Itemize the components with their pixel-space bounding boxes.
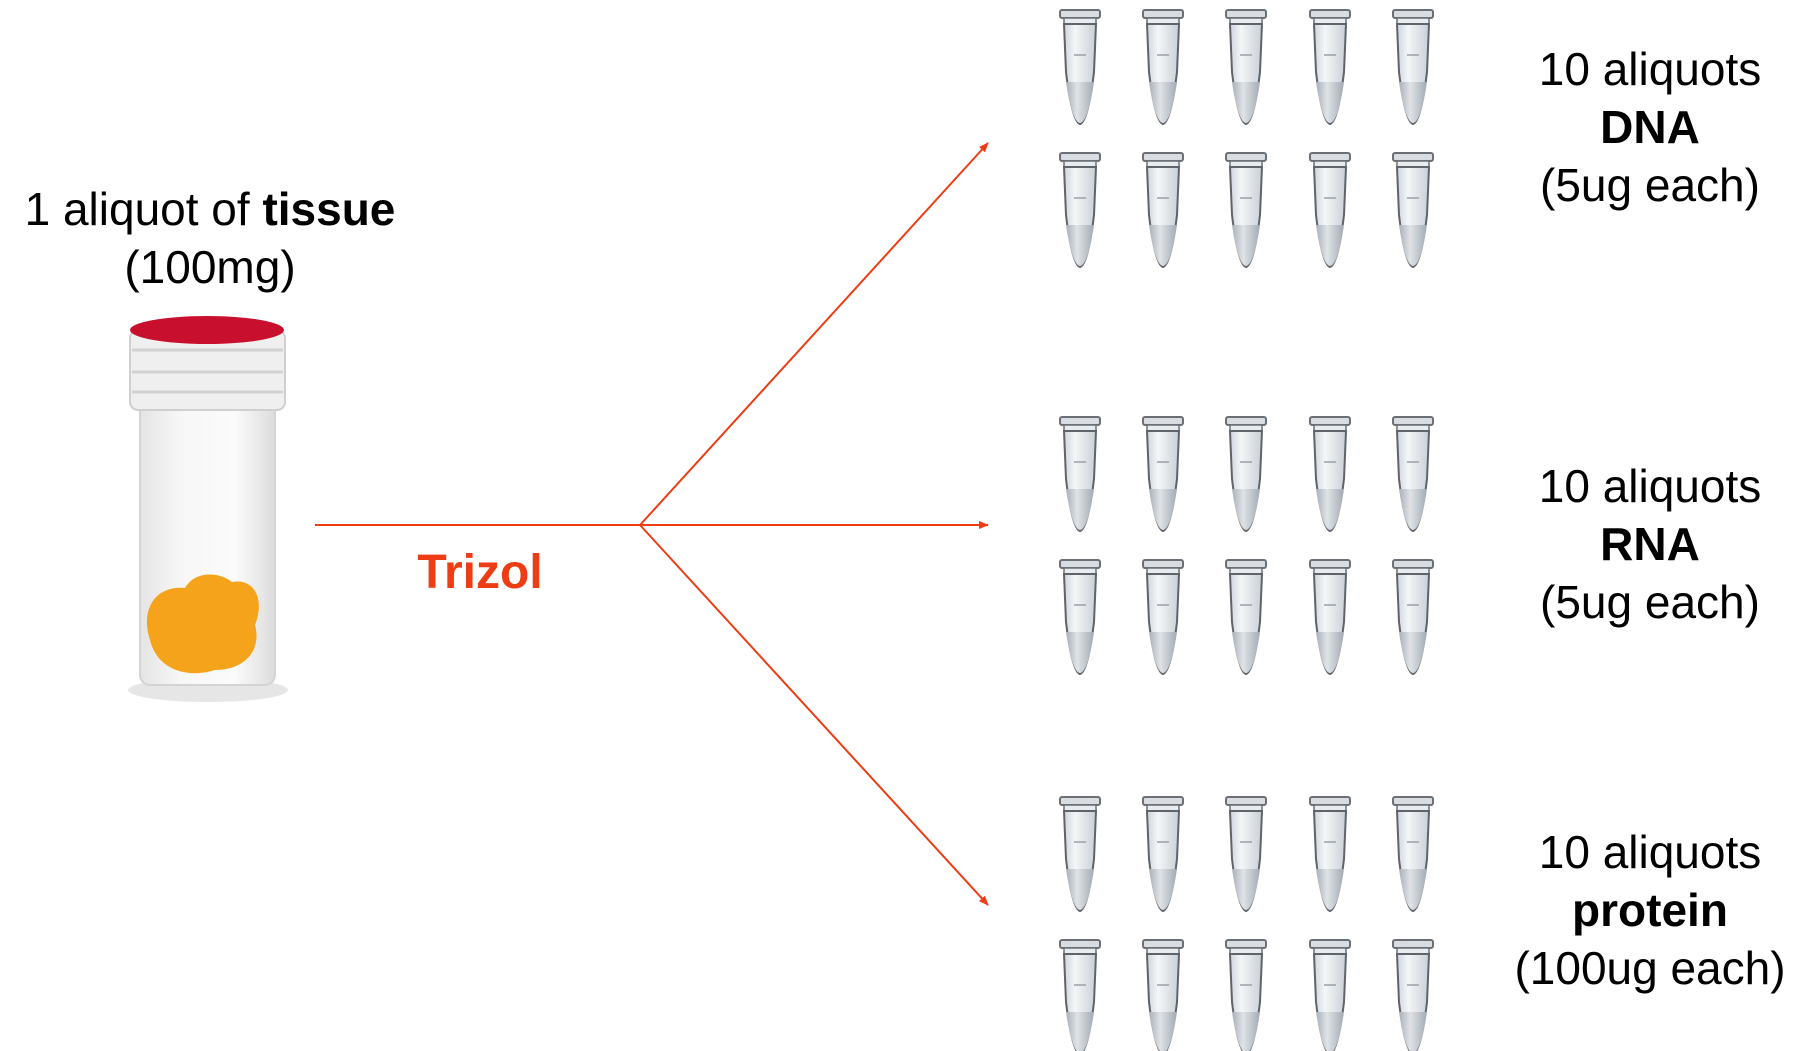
tissue-vial xyxy=(128,316,288,702)
group-label-dna: 10 aliquots DNA (5ug each) xyxy=(1500,40,1800,214)
arrows xyxy=(315,142,989,906)
tube-icon xyxy=(1309,152,1351,269)
tube-icon xyxy=(1059,796,1101,913)
source-material: tissue xyxy=(262,183,396,235)
tube-icon xyxy=(1309,939,1351,1051)
tube-icon xyxy=(1059,9,1101,126)
group-type: protein xyxy=(1572,884,1728,936)
tube-icon xyxy=(1225,9,1267,126)
source-amount: (100mg) xyxy=(124,241,296,293)
tube-groups xyxy=(1059,9,1434,1051)
tube-icon xyxy=(1142,939,1184,1051)
tube-icon xyxy=(1392,416,1434,533)
tube-icon xyxy=(1225,152,1267,269)
group-amount: (100ug each) xyxy=(1514,942,1786,994)
arrow-protein xyxy=(639,524,989,906)
tube-group-dna xyxy=(1059,9,1434,269)
tube-icon xyxy=(1059,559,1101,676)
tube-icon xyxy=(1142,559,1184,676)
group-type: RNA xyxy=(1600,518,1700,570)
tube-icon xyxy=(1309,559,1351,676)
tube-icon xyxy=(1142,9,1184,126)
group-count: 10 aliquots xyxy=(1538,826,1762,878)
source-label: 1 aliquot of tissue (100mg) xyxy=(0,180,420,296)
source-line-1: 1 aliquot of tissue xyxy=(0,180,420,238)
tube-icon xyxy=(1225,416,1267,533)
tube-icon xyxy=(1225,559,1267,676)
group-count: 10 aliquots xyxy=(1538,460,1762,512)
group-count: 10 aliquots xyxy=(1538,43,1762,95)
tube-icon xyxy=(1059,416,1101,533)
tube-icon xyxy=(1392,796,1434,913)
tube-icon xyxy=(1059,152,1101,269)
tube-icon xyxy=(1392,152,1434,269)
group-label-protein: 10 aliquots protein (100ug each) xyxy=(1500,823,1800,997)
arrow-dna xyxy=(639,142,989,526)
tube-group-protein xyxy=(1059,796,1434,1051)
group-amount: (5ug each) xyxy=(1540,159,1760,211)
tube-icon xyxy=(1142,152,1184,269)
tube-group-rna xyxy=(1059,416,1434,676)
tube-icon xyxy=(1392,559,1434,676)
tube-icon xyxy=(1309,9,1351,126)
tube-icon xyxy=(1392,939,1434,1051)
tube-icon xyxy=(1309,796,1351,913)
tube-icon xyxy=(1142,416,1184,533)
tube-icon xyxy=(1225,939,1267,1051)
tube-icon xyxy=(1225,796,1267,913)
tube-icon xyxy=(1309,416,1351,533)
reagent-label: Trizol xyxy=(417,546,543,599)
tube-icon xyxy=(1142,796,1184,913)
tissue-sample xyxy=(146,574,259,674)
tube-icon xyxy=(1059,939,1101,1051)
tube-icon xyxy=(1392,9,1434,126)
vial-cap xyxy=(130,316,284,344)
group-amount: (5ug each) xyxy=(1540,576,1760,628)
source-prefix: 1 aliquot of xyxy=(24,183,263,235)
group-type: DNA xyxy=(1600,101,1700,153)
group-label-rna: 10 aliquots RNA (5ug each) xyxy=(1500,457,1800,631)
